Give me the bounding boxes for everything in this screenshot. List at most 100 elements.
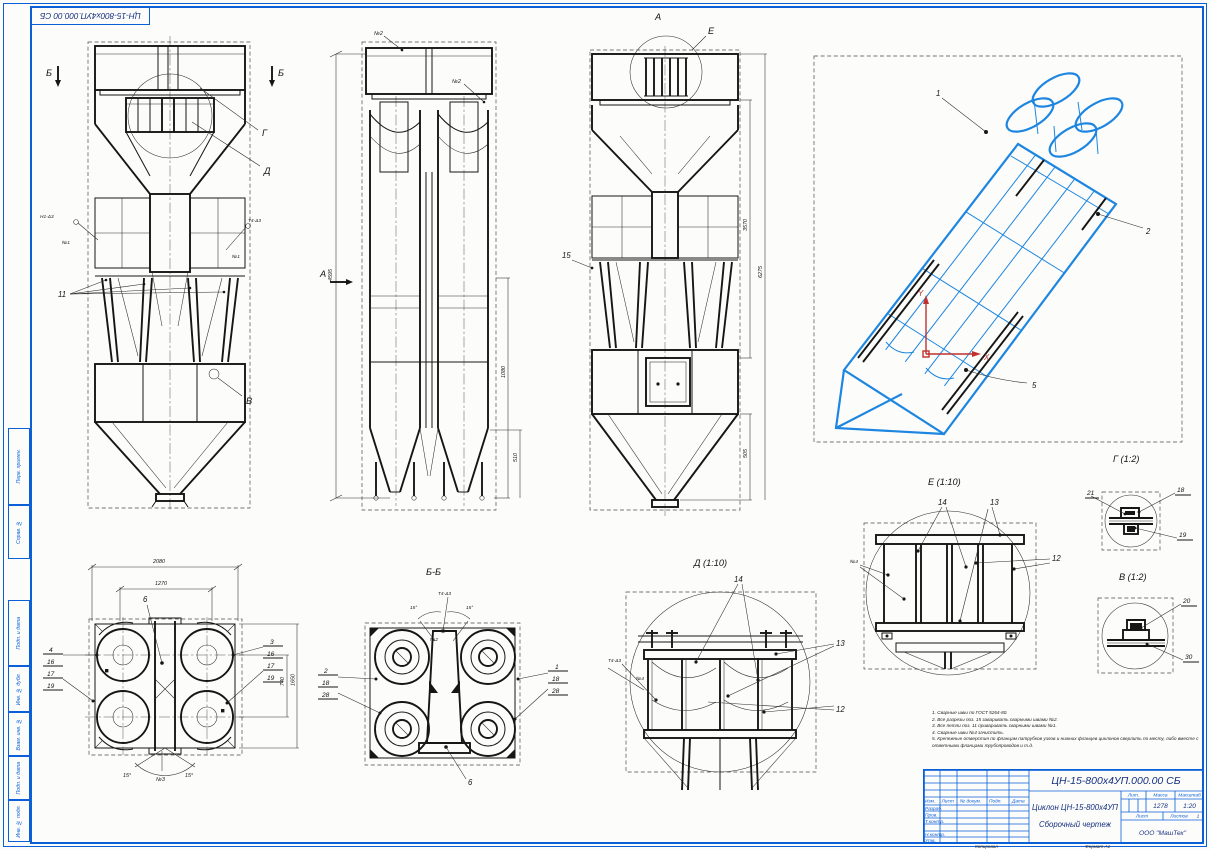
corner-designation-text: ЦН-15-800х4УП.000.00 СБ [39,11,141,20]
section-a-drawing: А №2 №2 4595 1080 510 [319,31,522,511]
plan-stack-right-4: 19 [267,675,275,682]
tb-mass-value: 1278 [1153,803,1168,810]
tb-scale-value: 1:20 [1183,803,1196,810]
section-b-weld-note: Т4-Δ3 [438,591,451,597]
plan-angle-left: 15° [123,773,132,779]
detail-e-weld-no4: №4 [850,559,858,565]
section-a-weld-top: №2 [374,31,383,37]
front-callout-v: В [246,396,252,406]
tb-mass-header: Масса [1153,793,1168,799]
tb-col-list: Лист [941,799,954,805]
plan-callout-6: 6 [143,595,148,604]
plan-dim-right-inner: 740 [280,677,286,686]
tb-row-razrab: Разраб. [925,806,942,812]
plan-stack-left-3: 17 [47,671,55,678]
front-weld-no1-left: №1 [62,240,70,246]
ring-top-right [460,629,516,685]
note-line: 2. Все разрезы поз. 15 заваривать сварны… [932,716,1058,722]
front-detail-d-label: Д [263,166,271,176]
iso-axis-y-label: Y [918,289,924,298]
detail-g-callout-21: 21 [1086,490,1095,497]
margin-label: Инв. № подл. [16,804,22,838]
section-b-stack-left-3: 28 [321,692,330,699]
detail-d-callout-12: 12 [836,705,845,714]
plan-view-drawing: 2080 1270 740 1650 6 4 16 17 19 3 16 17 … [43,559,299,783]
margin-label: Перв. примен. [16,449,22,484]
ring-top-left [374,629,430,685]
plan-stack-right-2: 16 [267,651,275,658]
detail-e-callout-14: 14 [938,498,947,507]
margin-label: Подп. и дата [16,761,22,795]
detail-g-callout-18: 18 [1177,487,1185,494]
tb-sheets-label: Листов [1169,814,1188,820]
section-a-dim-mid: 1080 [501,366,507,378]
tb-row-utv: Утв. [925,838,936,844]
margin-box-podp-data-2: Подп. и дата [8,756,30,800]
tb-col-data: Дата [1011,799,1025,805]
side-detail-e-label: Е [708,26,715,36]
side-callout-15: 15 [562,251,571,260]
iso-callout-5: 5 [1032,381,1037,390]
tb-row-prov: Пров. [925,813,938,819]
section-b-stack-right-2: 18 [552,676,560,683]
side-geometry [571,35,767,516]
margin-box-perv-primen: Перв. примен. [8,428,30,505]
front-weld-left: Н1-Δ3 [40,214,54,220]
detail-e-callout-12: 12 [1052,554,1061,563]
section-b-title: Б-Б [426,567,441,577]
format-label: Формат А1 [1085,844,1111,849]
detail-d-drawing: Д (1:10) 14 13 12 №4 Т4-Δ3 [607,558,845,791]
detail-e-callout-13: 13 [990,498,999,507]
plan-dim-right-outer: 1650 [291,674,297,686]
section-b-stack-left-2: 18 [322,680,330,687]
section-a-weld-mid: №2 [452,79,461,85]
margin-label: Подп. и дата [16,616,22,650]
tb-sheets-value: 1 [1197,814,1200,820]
side-view-drawing: А Е 15 3570 505 6275 [562,12,767,516]
section-b-stack-right-1: 1 [555,664,559,671]
tb-col-doc: № докум. [960,799,981,805]
section-a-arrow-label: А [319,269,326,279]
detail-v-title: В (1:2) [1119,572,1147,582]
plan-stack-left-2: 16 [47,659,55,666]
tb-lit-header: Лит. [1127,793,1139,799]
detail-g-drawing: Г (1:2) 21 18 19 [1085,454,1193,551]
plan-stack-left-4: 19 [47,683,55,690]
margin-box-inv-dubl: Инв. № дубл. [8,666,30,712]
front-section-label-right: Б [278,68,284,78]
note-line: 4. Сварные швы №4 зачистить. [932,729,1005,735]
tb-row-nkontr: Н.контр. [925,832,945,838]
tb-col-podp: Подп. [989,799,1002,805]
plan-stack-left-1: 4 [49,647,53,654]
iso-callout-2: 2 [1145,227,1151,236]
note-line: 1. Сварные швы по ГОСТ 5264-80. [932,710,1008,715]
detail-e-title: Е (1:10) [928,477,961,487]
margin-box-inv-podl: Инв. № подл. [8,800,30,842]
section-b-drawing: Б-Б Т4-Δ3 15° 15° №2 2 18 28 1 18 28 6 [318,567,568,787]
iso-callout-1: 1 [936,89,940,98]
tb-col-izm: Изм. [925,799,935,805]
detail-g-geometry [1085,491,1193,551]
front-callout-11: 11 [58,290,66,299]
outer-frame [3,3,1207,847]
detail-d-callout-13: 13 [836,639,845,648]
plan-stack-right-1: 3 [270,639,274,646]
tb-company: ООО "МашТех" [1139,830,1187,837]
plan-dim-width: 2080 [152,559,165,565]
plan-dim-inner: 1270 [155,581,167,587]
front-weld-right: Т4-Δ3 [248,218,261,224]
section-b-stack-right-3: 28 [551,688,560,695]
detail-g-title: Г (1:2) [1113,454,1139,464]
tb-scale-header: Масштаб [1178,793,1201,799]
side-dim-upper: 3570 [743,219,749,231]
section-b-angle-left: 15° [410,605,417,611]
iso-geometry [813,55,1183,443]
margin-box-vzam-inv: Взам. инв. № [8,712,30,756]
detail-d-weld-note: Т4-Δ3 [608,658,621,664]
detail-v-drawing: В (1:2) 20 30 [1097,572,1199,674]
margin-label: Справ. № [16,520,22,544]
ring-bottom-left [374,701,430,757]
plan-stack-right-3: 17 [267,663,275,670]
title-block-grid [922,768,1205,844]
